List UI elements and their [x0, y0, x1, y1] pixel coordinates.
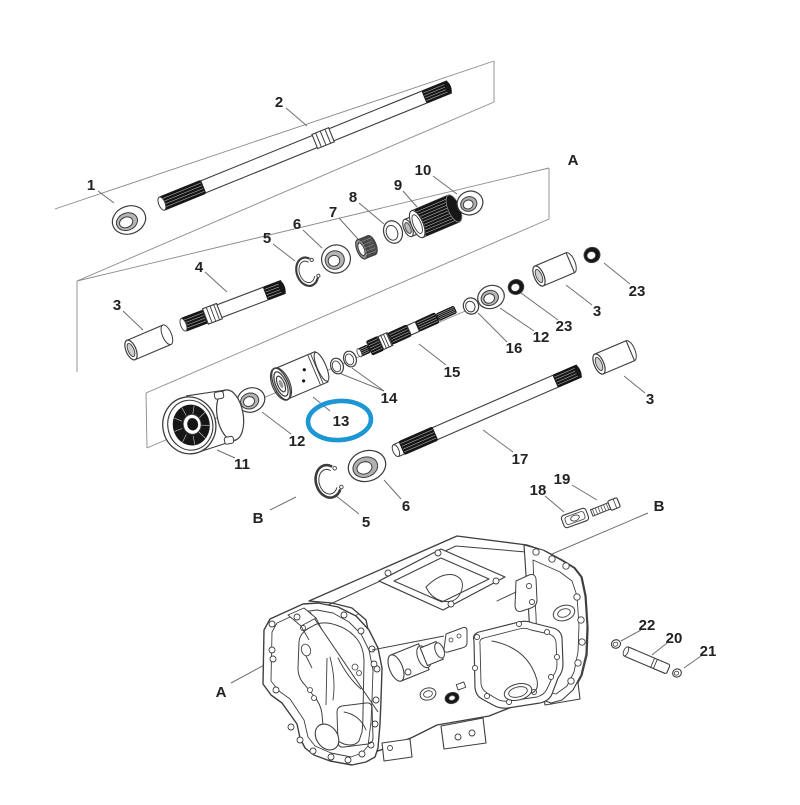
svg-text:5: 5 — [263, 230, 271, 247]
svg-text:10: 10 — [415, 162, 432, 179]
svg-text:6: 6 — [402, 498, 410, 515]
svg-text:23: 23 — [629, 283, 646, 300]
svg-text:1: 1 — [87, 177, 95, 194]
svg-text:3: 3 — [593, 303, 601, 320]
svg-text:21: 21 — [700, 643, 717, 660]
svg-text:14: 14 — [381, 390, 398, 407]
svg-text:15: 15 — [444, 364, 461, 381]
svg-text:11: 11 — [234, 456, 250, 473]
svg-text:3: 3 — [113, 297, 121, 314]
svg-text:8: 8 — [349, 189, 357, 206]
svg-text:7: 7 — [329, 204, 337, 221]
svg-text:12: 12 — [533, 329, 550, 346]
svg-text:9: 9 — [394, 177, 402, 194]
svg-text:A: A — [216, 684, 227, 701]
svg-text:17: 17 — [512, 451, 529, 468]
svg-text:2: 2 — [275, 94, 283, 111]
svg-text:19: 19 — [554, 471, 571, 488]
svg-text:22: 22 — [639, 617, 656, 634]
svg-text:6: 6 — [293, 216, 301, 233]
svg-text:5: 5 — [362, 514, 370, 531]
svg-text:B: B — [654, 498, 665, 515]
svg-text:4: 4 — [195, 259, 204, 276]
svg-text:20: 20 — [666, 630, 683, 647]
svg-text:3: 3 — [646, 391, 654, 408]
svg-text:A: A — [568, 152, 579, 169]
svg-text:12: 12 — [289, 433, 306, 450]
svg-text:23: 23 — [556, 318, 573, 335]
svg-text:18: 18 — [530, 482, 547, 499]
svg-text:13: 13 — [333, 413, 350, 430]
svg-text:B: B — [253, 510, 264, 527]
svg-text:16: 16 — [506, 340, 523, 357]
